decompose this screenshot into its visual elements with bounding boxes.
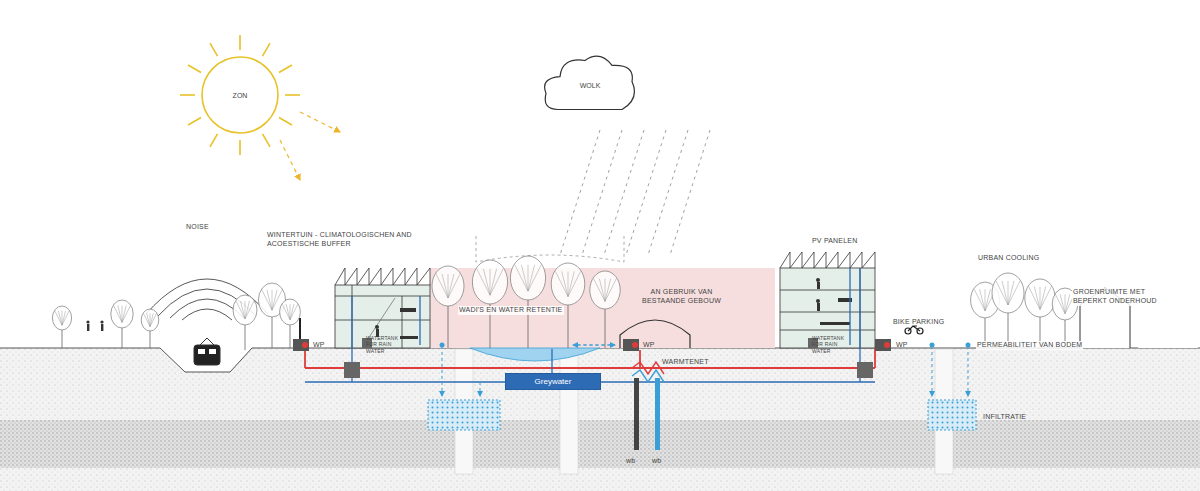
sun-circle: ZON: [202, 57, 278, 133]
section-label: WATERTANK FOR RAIN WATER: [366, 335, 406, 354]
section-label: PV PANELEN: [812, 237, 857, 246]
section-label: INFILTRATIE: [983, 413, 1026, 422]
section-label: WP: [896, 341, 908, 350]
section-label: WATERTANK FOR RAIN WATER: [812, 335, 852, 354]
section-label: WP: [313, 341, 325, 350]
node-text: Greywater: [529, 377, 578, 386]
greywater-box: Greywater: [505, 373, 601, 390]
section-label: wb: [626, 457, 635, 466]
section-label: WADI'S EN WATER RETENTIE: [458, 306, 564, 315]
section-label: GROENRUIMTE MET BEPERKT ONDERHOUD: [1072, 288, 1169, 306]
node-text: WOLK: [580, 82, 601, 89]
section-label: WARMTENET: [662, 358, 709, 367]
section-label: PERMEABILITEIT VAN BODEM: [976, 341, 1083, 350]
section-label: NOISE: [186, 223, 209, 232]
section-label: WP: [643, 341, 655, 350]
section-label: BIKE PARKING: [893, 318, 944, 327]
section-label: AN GEBRUIK VAN BESTAANDE GEBOUW: [634, 288, 729, 306]
section-label: URBAN COOLING: [978, 254, 1039, 263]
cloud-shape: WOLK: [540, 50, 640, 120]
section-label: WINTERTUIN - CLIMATOLOGISCHEN AND ACOEST…: [267, 231, 417, 249]
section-label: wb: [652, 457, 661, 466]
node-text: ZON: [233, 92, 248, 99]
